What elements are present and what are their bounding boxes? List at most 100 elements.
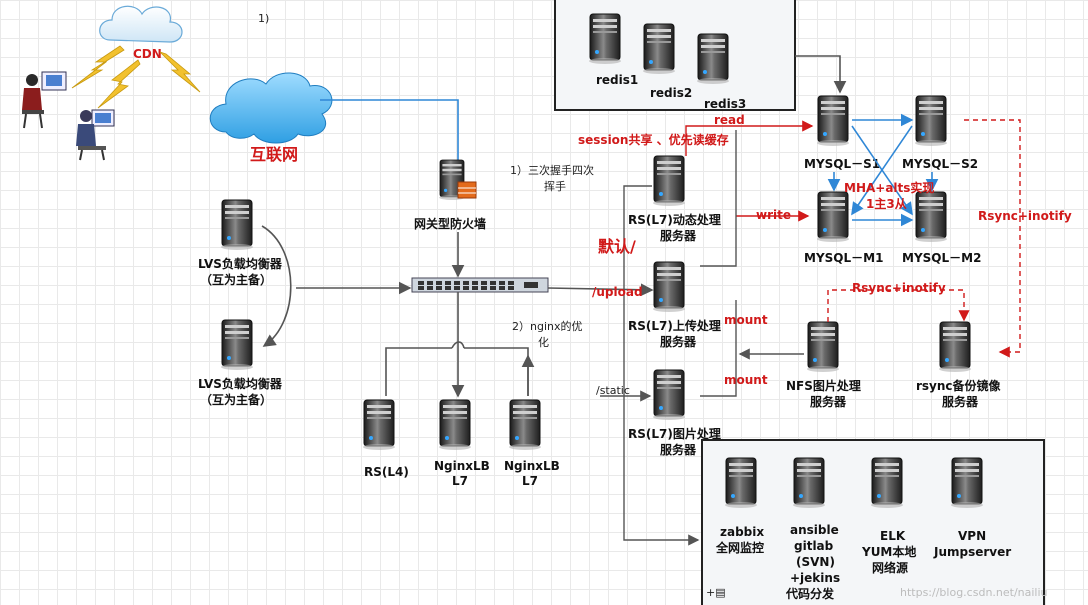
rsync-inotify-label-2: Rsync+inotify: [852, 281, 946, 295]
nfs-rsync-link: [827, 289, 970, 322]
mha-label-b: 1主3从: [866, 196, 907, 211]
nginx-opt-label-a: 2）nginx的优: [512, 319, 583, 333]
user-workstation-icon: [76, 109, 115, 161]
switch-rs-link: [547, 283, 654, 297]
redis-2-server-icon: [642, 23, 676, 75]
rs-dynamic-server-icon: [652, 155, 686, 207]
session-label: session共享 、优先读缓存: [578, 132, 729, 147]
mysql-s2-server-icon: [914, 95, 948, 147]
mount-label-1: mount: [724, 313, 768, 327]
rs-l4-server-icon: [362, 399, 396, 451]
mysql-replication-links: [827, 113, 939, 227]
expand-handle-icon[interactable]: +▤: [706, 586, 726, 599]
rs-image-server-icon: [652, 369, 686, 421]
zabbix-server-icon: [724, 457, 758, 509]
nfs-label-b: 服务器: [810, 394, 847, 409]
rs-left-bus: [623, 185, 700, 546]
elk-label-a: ELK: [880, 529, 906, 543]
lvs2-label-a: LVS负载均衡器: [198, 376, 283, 391]
lightning-icon: [71, 45, 201, 109]
zabbix-label-a: zabbix: [720, 525, 764, 539]
mysql-m2-label: MYSQL－M2: [902, 251, 981, 265]
rs-image-label-b: 服务器: [660, 442, 697, 457]
lvs-server-2-icon: [220, 319, 254, 371]
rs-dynamic-label-a: RS(L7)动态处理: [628, 212, 721, 227]
mount-label-2: mount: [724, 373, 768, 387]
elk-label-b: YUM本地: [861, 544, 916, 559]
elk-server-icon: [870, 457, 904, 509]
mysql-s1-label: MYSQL－S1: [804, 157, 880, 171]
redis-3-server-icon: [696, 33, 730, 85]
watermark: https://blog.csdn.net/nailiu: [900, 586, 1048, 599]
ansible-label-d: +jekins: [790, 571, 840, 585]
mysql-rsync-link: [964, 119, 1021, 358]
nfs-label-a: NFS图片处理: [786, 378, 861, 393]
handshake-label-a: 1）三次握手四次: [510, 163, 594, 177]
redis-2-label: redis2: [650, 86, 692, 100]
mysql-s1-server-icon: [816, 95, 850, 147]
read-label: read: [714, 113, 745, 127]
l4-bus-link: [385, 347, 452, 396]
network-switch-icon: [411, 277, 549, 293]
read-link: [685, 125, 736, 156]
zabbix-label-b: 全网监控: [715, 540, 764, 555]
firewall-label: 网关型防火墙: [414, 216, 486, 231]
ansible-label-a: ansible: [790, 523, 839, 537]
elk-label-c: 网络源: [872, 560, 908, 575]
rsync-backup-label-a: rsync备份镜像: [916, 378, 1002, 393]
cdn-cloud-icon: [99, 5, 183, 43]
nginx-opt-label-b: 化: [538, 335, 549, 349]
mha-label-a: MHA+alts实现: [844, 180, 934, 195]
mysql-m1-server-icon: [816, 191, 850, 243]
nginxlb-1-server-icon: [438, 399, 472, 451]
ansible-label-c: (SVN): [796, 555, 835, 569]
step1-label: 1): [258, 12, 269, 25]
mysql-m2-server-icon: [914, 191, 948, 243]
nginxlb-2-label-a: NginxLB: [504, 459, 560, 473]
lvs2-label-b: （互为主备）: [200, 392, 272, 407]
mysql-m1-label: MYSQL－M1: [804, 251, 883, 265]
lvs-server-1-icon: [220, 199, 254, 251]
rs-upload-label-a: RS(L7)上传处理: [628, 318, 721, 333]
write-label: write: [756, 208, 791, 222]
nginxlb-2-label-b: L7: [522, 474, 538, 488]
rs-upload-label-b: 服务器: [660, 334, 697, 349]
nginxlb-2-server-icon: [508, 399, 542, 451]
vpn-label-a: VPN: [958, 529, 986, 543]
upload-route-label: /upload: [592, 285, 643, 299]
firewall-icon: [438, 159, 477, 201]
redis-mysql-link: [795, 55, 847, 94]
nfs-server-icon: [806, 321, 840, 373]
ansible-server-icon: [792, 457, 826, 509]
vpn-server-icon: [950, 457, 984, 509]
static-route-label: /static: [596, 384, 630, 397]
internet-link: [320, 99, 459, 168]
rsync-backup-label-b: 服务器: [942, 394, 979, 409]
lvs-failover-link: [261, 225, 292, 347]
rs-upload-server-icon: [652, 261, 686, 313]
ansible-label-e: 代码分发: [785, 586, 835, 601]
rs-right-bus: [700, 130, 737, 267]
nginxlb-1-label-a: NginxLB: [434, 459, 490, 473]
vpn-label-b: Jumpserver: [933, 545, 1011, 559]
internet-label: 互联网: [250, 145, 298, 164]
mysql-s2-label: MYSQL－S2: [902, 157, 978, 171]
lvs1-label-b: （互为主备）: [200, 272, 272, 287]
handshake-label-b: 挥手: [544, 179, 566, 193]
default-route-label: 默认/: [598, 237, 636, 256]
rs-dynamic-label-b: 服务器: [660, 228, 697, 243]
ansible-label-b: gitlab: [794, 539, 834, 553]
rsync-backup-server-icon: [938, 321, 972, 373]
nginxlb-1-label-b: L7: [452, 474, 468, 488]
redis-1-server-icon: [588, 13, 622, 65]
lvs1-label-a: LVS负载均衡器: [198, 256, 283, 271]
user-workstation-icon: [22, 71, 67, 129]
redis-3-label: redis3: [704, 97, 746, 111]
rs-l4-label: RS(L4): [364, 465, 409, 479]
internet-cloud-icon: [209, 72, 333, 144]
rs-image-label-a: RS(L7)图片处理: [628, 426, 721, 441]
redis-1-label: redis1: [596, 73, 638, 87]
rsync-inotify-label-1: Rsync+inotify: [978, 209, 1072, 223]
cdn-label: CDN: [133, 47, 162, 61]
